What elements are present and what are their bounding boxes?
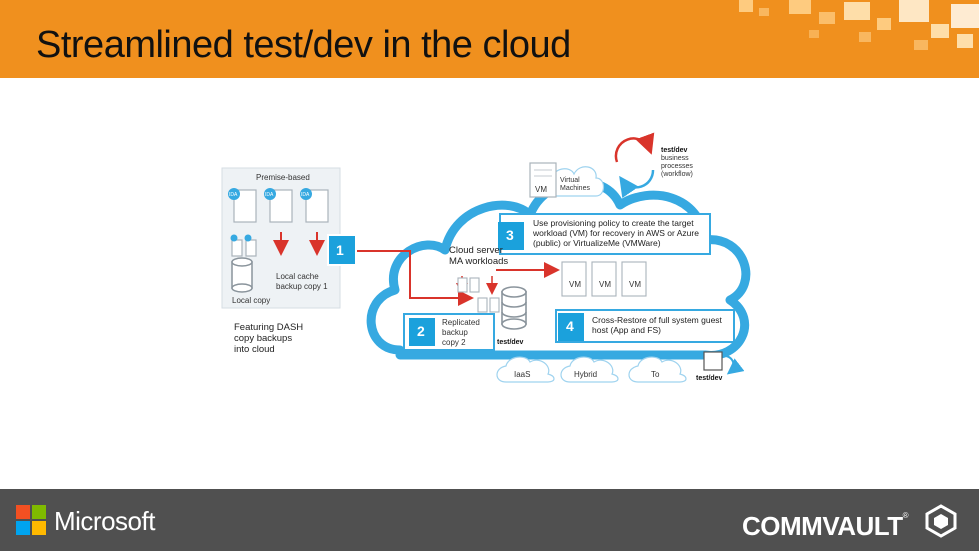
step-4-text: host (App and FS) [592,325,661,335]
step-4-text: Cross-Restore of full system guest [592,315,722,325]
vm-row [561,261,647,297]
testdev-label: test/dev [497,339,524,346]
microsoft-logo-icon [16,505,46,535]
cloud-server-label: Cloud server [449,245,503,256]
loop-label: business [661,155,689,162]
small-clouds [496,356,687,383]
cloud-server-icons [457,277,500,313]
testdev-label: test/dev [696,375,723,382]
loop-blue-arrow [619,169,655,199]
loop-label: (workflow) [661,171,693,178]
virtual-machines-label: Virtual [560,177,580,184]
step-1-box [327,234,357,266]
small-cloud-label: Hybrid [574,370,598,379]
local-cache-label: Local cache [276,272,319,281]
footer-bar: Microsoft COMMVAULT® [0,489,979,551]
cloud-server-label: MA workloads [449,256,509,267]
step-badge-3 [498,222,524,250]
microsoft-wordmark: Microsoft [54,506,155,536]
loop-label: processes [661,163,693,170]
step-2-text: Replicated [442,318,480,327]
vm-label: VM [599,280,611,289]
step-4-box [555,309,735,343]
loop-red-arrow [614,132,655,163]
replicated-database [501,286,527,330]
step-badge-2 [409,318,435,346]
ida-label: IDA [301,192,310,198]
step-3-text: workload (VM) for recovery in AWS or Azu… [533,228,699,238]
step-number-4: 4 [566,318,574,334]
vm-label: VM [569,280,581,289]
step-2-text: copy 2 [442,338,466,347]
ida-label: IDA [229,192,238,198]
commvault-wordmark: COMMVAULT® [742,511,909,542]
title-bar: Streamlined test/dev in the cloud [0,0,979,78]
small-cloud-label: To [651,370,660,379]
step-3-text: (public) or VirtualizeMe (VMWare) [533,238,661,248]
registered-mark: ® [902,511,909,520]
step-badge-1: 1 [336,242,344,258]
vm-server-icon [529,162,557,198]
small-cloud-label: IaaS [514,370,531,379]
testdev-icon [703,351,723,371]
ida-label: IDA [265,192,274,198]
loop-label: test/dev [661,147,688,154]
local-copy-label: Local copy [232,296,271,305]
vm-label: VM [629,280,641,289]
step-number-2: 2 [417,323,425,339]
onprem-title: Premise-based [256,173,310,182]
ida-badges [228,188,312,242]
caption-line: into cloud [234,344,275,355]
commvault-name: COMMVAULT [742,511,903,541]
vm-icon-label: VM [535,185,547,194]
step-2-text: backup [442,328,468,337]
page-title: Streamlined test/dev in the cloud [36,24,571,66]
caption-line: copy backups [234,333,293,344]
backup-copy-1-label: backup copy 1 [276,282,328,291]
step-badge-4 [558,313,584,341]
local-copy-database [231,257,253,293]
virtual-machines-label: Machines [560,185,590,192]
decorative-mosaic [559,0,979,78]
step-3-text: Use provisioning policy to create the ta… [533,218,694,228]
commvault-cube-icon [925,504,957,538]
onprem-servers [231,189,329,257]
caption-line: Featuring DASH [234,322,304,333]
step-number-3: 3 [506,227,514,243]
